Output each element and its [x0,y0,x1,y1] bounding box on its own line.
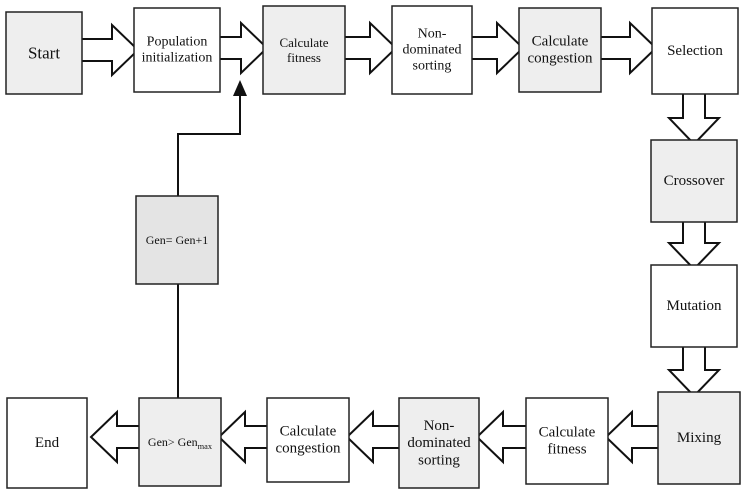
end-rect [6,397,88,489]
end-label-line: End [35,435,60,451]
mixing-box: Mixing [657,391,741,485]
termination-check-label-base: Gen> Gen [148,435,198,449]
loop-arrowhead [233,80,247,96]
flowchart-nodes: StartPopulationinitializationCalculatefi… [5,5,741,489]
loop-lines [177,80,247,398]
calculate-fitness-bottom-label-line: Calculate [539,424,596,440]
start-box: Start [5,11,83,95]
non-dominated-sorting-top-rect [391,5,473,95]
generation-increment-label-line: Gen= Gen+1 [146,233,209,247]
calculate-fitness-top-label-line: fitness [287,50,321,65]
non-dominated-sorting-bottom-label-line: dominated [407,435,471,451]
arrow-fitness-to-sorting [342,20,398,76]
termination-check-box: Gen> Genmax [138,397,222,487]
non-dominated-sorting-bottom-label-line: sorting [418,452,460,468]
calculate-congestion-top-box: Calculate congestion [518,7,602,93]
calculate-fitness-bottom-rect [525,397,609,485]
arrow-mutation-to-mixing [666,344,722,398]
flow-arrows [79,20,722,465]
termination-check-label: Gen> Genmax [148,435,213,451]
arrow-sorting-to-congestion [469,20,525,76]
start-label-line: Start [28,44,60,63]
generation-increment-box: Gen= Gen+1 [135,195,219,285]
arrow-crossover-to-mutation [666,219,722,271]
calculate-congestion-top-rect [518,7,602,93]
arrow-mixing-to-fitness [604,409,663,465]
calculate-congestion-top-label-line: congestion [528,51,593,67]
non-dominated-sorting-top-label-line: dominated [402,43,461,58]
mutation-box: Mutation [650,264,738,348]
termination-check-label-subscript: max [198,442,213,451]
population-initialization-box: Population initialization [133,7,221,93]
arrow-selection-to-crossover [666,91,722,146]
selection-label-line: Selection [667,43,723,59]
calculate-fitness-top-rect [262,5,346,95]
calculate-congestion-bottom-label-line: Calculate [280,423,337,439]
mixing-rect [657,391,741,485]
population-initialization-label-line: Population [147,34,208,49]
calculate-fitness-top-label-line: Calculate [279,35,328,50]
mutation-label-line: Mutation [667,298,722,314]
crossover-rect [650,139,738,223]
population-initialization-rect [133,7,221,93]
population-initialization-label-line: initialization [142,51,213,66]
arrow-init-to-fitness [217,20,269,76]
end-box: End [6,397,88,489]
arrow-start-to-init [79,22,140,78]
arrow-congestion-to-check [217,409,272,465]
calculate-fitness-bottom-label-line: fitness [547,442,586,458]
calculate-congestion-top-label-line: Calculate [532,33,589,49]
calculate-congestion-bottom-box: Calculate congestion [266,397,350,483]
crossover-box: Crossover [650,139,738,223]
non-dominated-sorting-top-label-line: sorting [413,59,452,74]
calculate-fitness-bottom-box: Calculate fitness [525,397,609,485]
mutation-rect [650,264,738,348]
mixing-label-line: Mixing [677,430,722,446]
termination-check-rect [138,397,222,487]
calculate-congestion-bottom-label-line: congestion [276,441,341,457]
non-dominated-sorting-top-label-line: Non- [418,26,447,41]
generation-increment-rect [135,195,219,285]
non-dominated-sorting-bottom-label-line: Non- [424,418,455,434]
calculate-congestion-bottom-rect [266,397,350,483]
non-dominated-sorting-bottom-rect [398,397,480,489]
arrow-sorting-to-congestion-bottom [345,409,404,465]
crossover-label-line: Crossover [664,173,725,189]
arrow-fitness-to-sorting-bottom [475,409,531,465]
arrow-check-to-end [89,409,144,465]
selection-box: Selection [651,7,739,95]
loop-line-increment-to-fitness [177,94,241,196]
start-rect [5,11,83,95]
arrow-congestion-to-selection [598,20,658,76]
selection-rect [651,7,739,95]
